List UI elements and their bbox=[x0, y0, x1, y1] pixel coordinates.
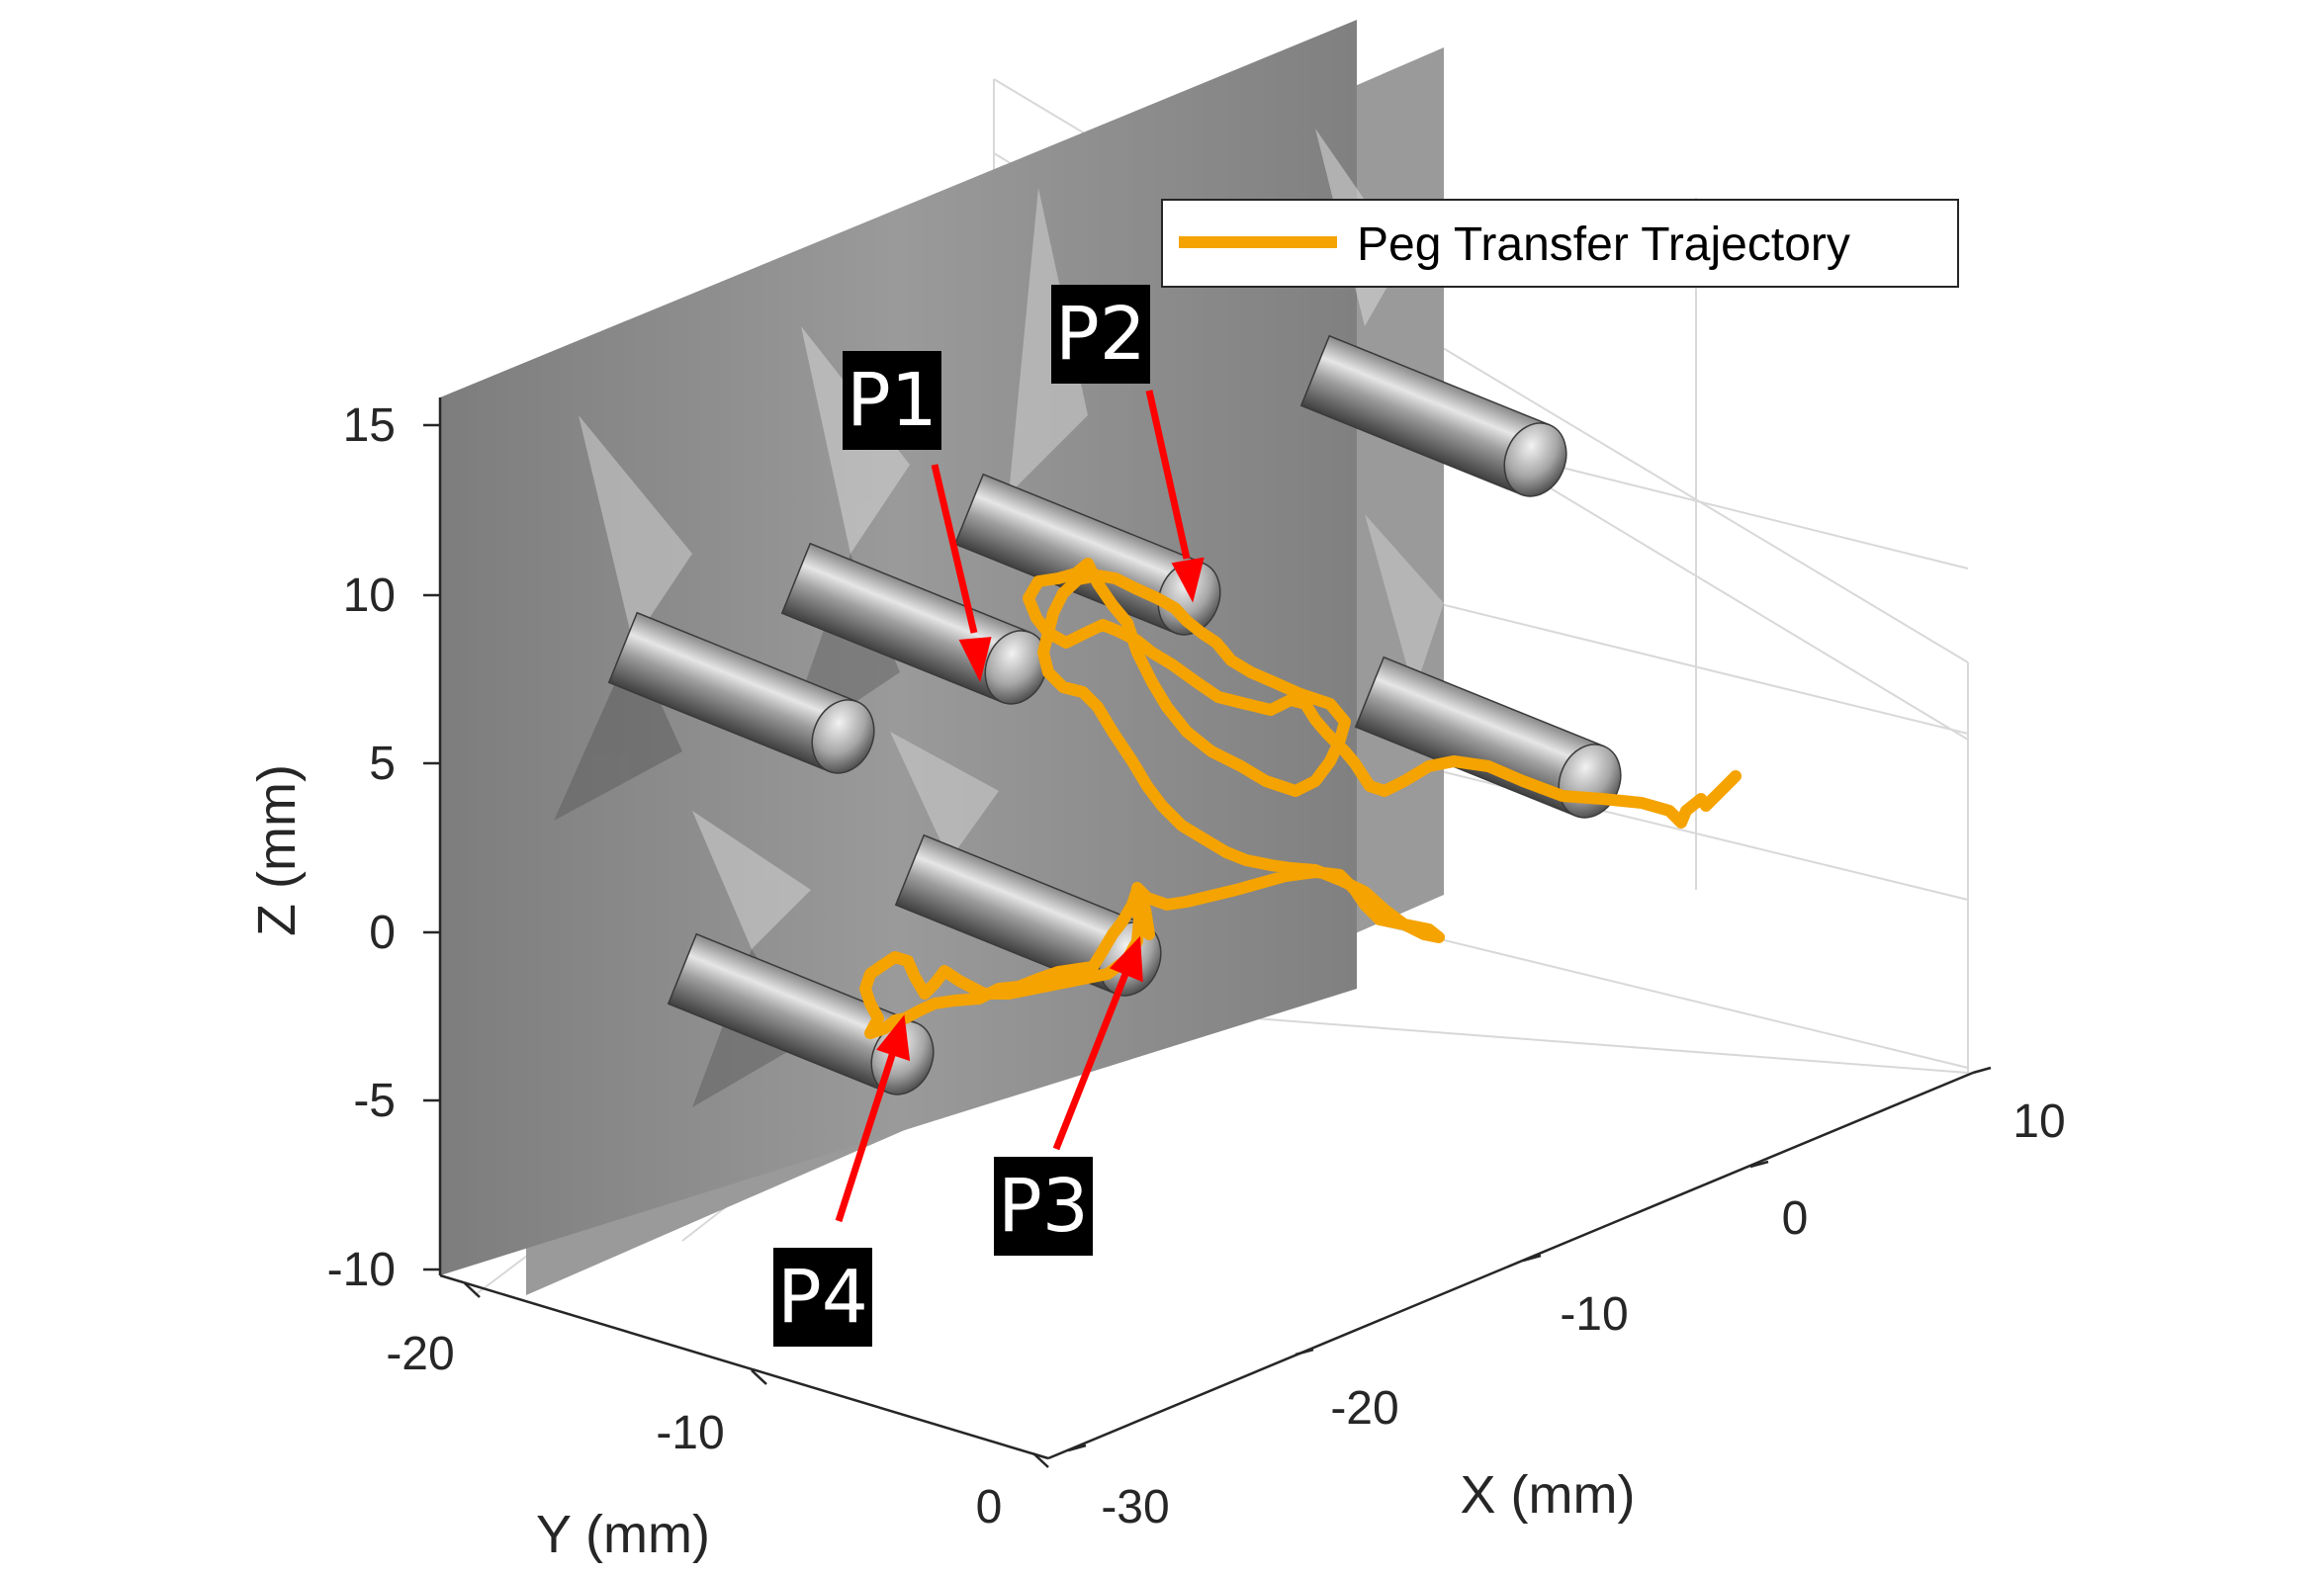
y-tick-label: -10 bbox=[656, 1407, 724, 1459]
marker-p4: P4 bbox=[773, 1248, 872, 1347]
arrow-p2 bbox=[1145, 390, 1191, 560]
trajectory-line bbox=[859, 558, 1742, 1039]
arrow-p4 bbox=[835, 1044, 899, 1223]
z-tick-label: 15 bbox=[343, 399, 396, 452]
y-tick-label: -20 bbox=[386, 1328, 454, 1380]
x-tick-label: -30 bbox=[1101, 1481, 1169, 1533]
z-tick-label: -10 bbox=[327, 1244, 396, 1296]
marker-p3: P3 bbox=[994, 1157, 1093, 1256]
annotation-arrows bbox=[835, 390, 1205, 1223]
y-axis: -20 -10 0 Y (mm) bbox=[386, 1282, 1049, 1564]
x-tick-label: -10 bbox=[1560, 1288, 1628, 1341]
x-axis-label: X (mm) bbox=[1461, 1465, 1636, 1525]
arrow-p1 bbox=[931, 464, 978, 634]
marker-p4-label: P4 bbox=[777, 1255, 868, 1340]
peg bbox=[607, 611, 875, 774]
x-axis: -30 -20 -10 0 10 X (mm) bbox=[1067, 1066, 2066, 1533]
marker-p2-label: P2 bbox=[1055, 292, 1146, 377]
marker-p2: P2 bbox=[1051, 285, 1150, 384]
marker-p3-label: P3 bbox=[998, 1164, 1089, 1249]
marker-p1-label: P1 bbox=[847, 358, 938, 443]
x-tick-label: 0 bbox=[1782, 1192, 1809, 1245]
marker-p1: P1 bbox=[843, 351, 941, 450]
pegs bbox=[607, 334, 1622, 1095]
z-tick-label: -5 bbox=[353, 1075, 396, 1127]
point-markers: P1 P2 P3 P4 bbox=[773, 285, 1150, 1347]
x-tick-label: -20 bbox=[1330, 1382, 1398, 1435]
z-tick-label: 0 bbox=[369, 907, 396, 959]
peg bbox=[780, 542, 1048, 705]
z-axis: 15 10 5 0 -5 -10 Z (mm) bbox=[247, 399, 440, 1296]
y-axis-label: Y (mm) bbox=[536, 1505, 710, 1564]
arrow-p3 bbox=[1052, 962, 1133, 1151]
z-tick-label: 10 bbox=[343, 569, 396, 622]
legend-label: Peg Transfer Trajectory bbox=[1357, 219, 1850, 271]
z-axis-label: Z (mm) bbox=[247, 764, 307, 936]
x-tick-label: 10 bbox=[2012, 1095, 2065, 1148]
peg bbox=[1299, 334, 1567, 497]
z-tick-label: 5 bbox=[369, 738, 396, 790]
legend: Peg Transfer Trajectory bbox=[1161, 199, 1959, 288]
y-tick-label: 0 bbox=[976, 1481, 1003, 1533]
